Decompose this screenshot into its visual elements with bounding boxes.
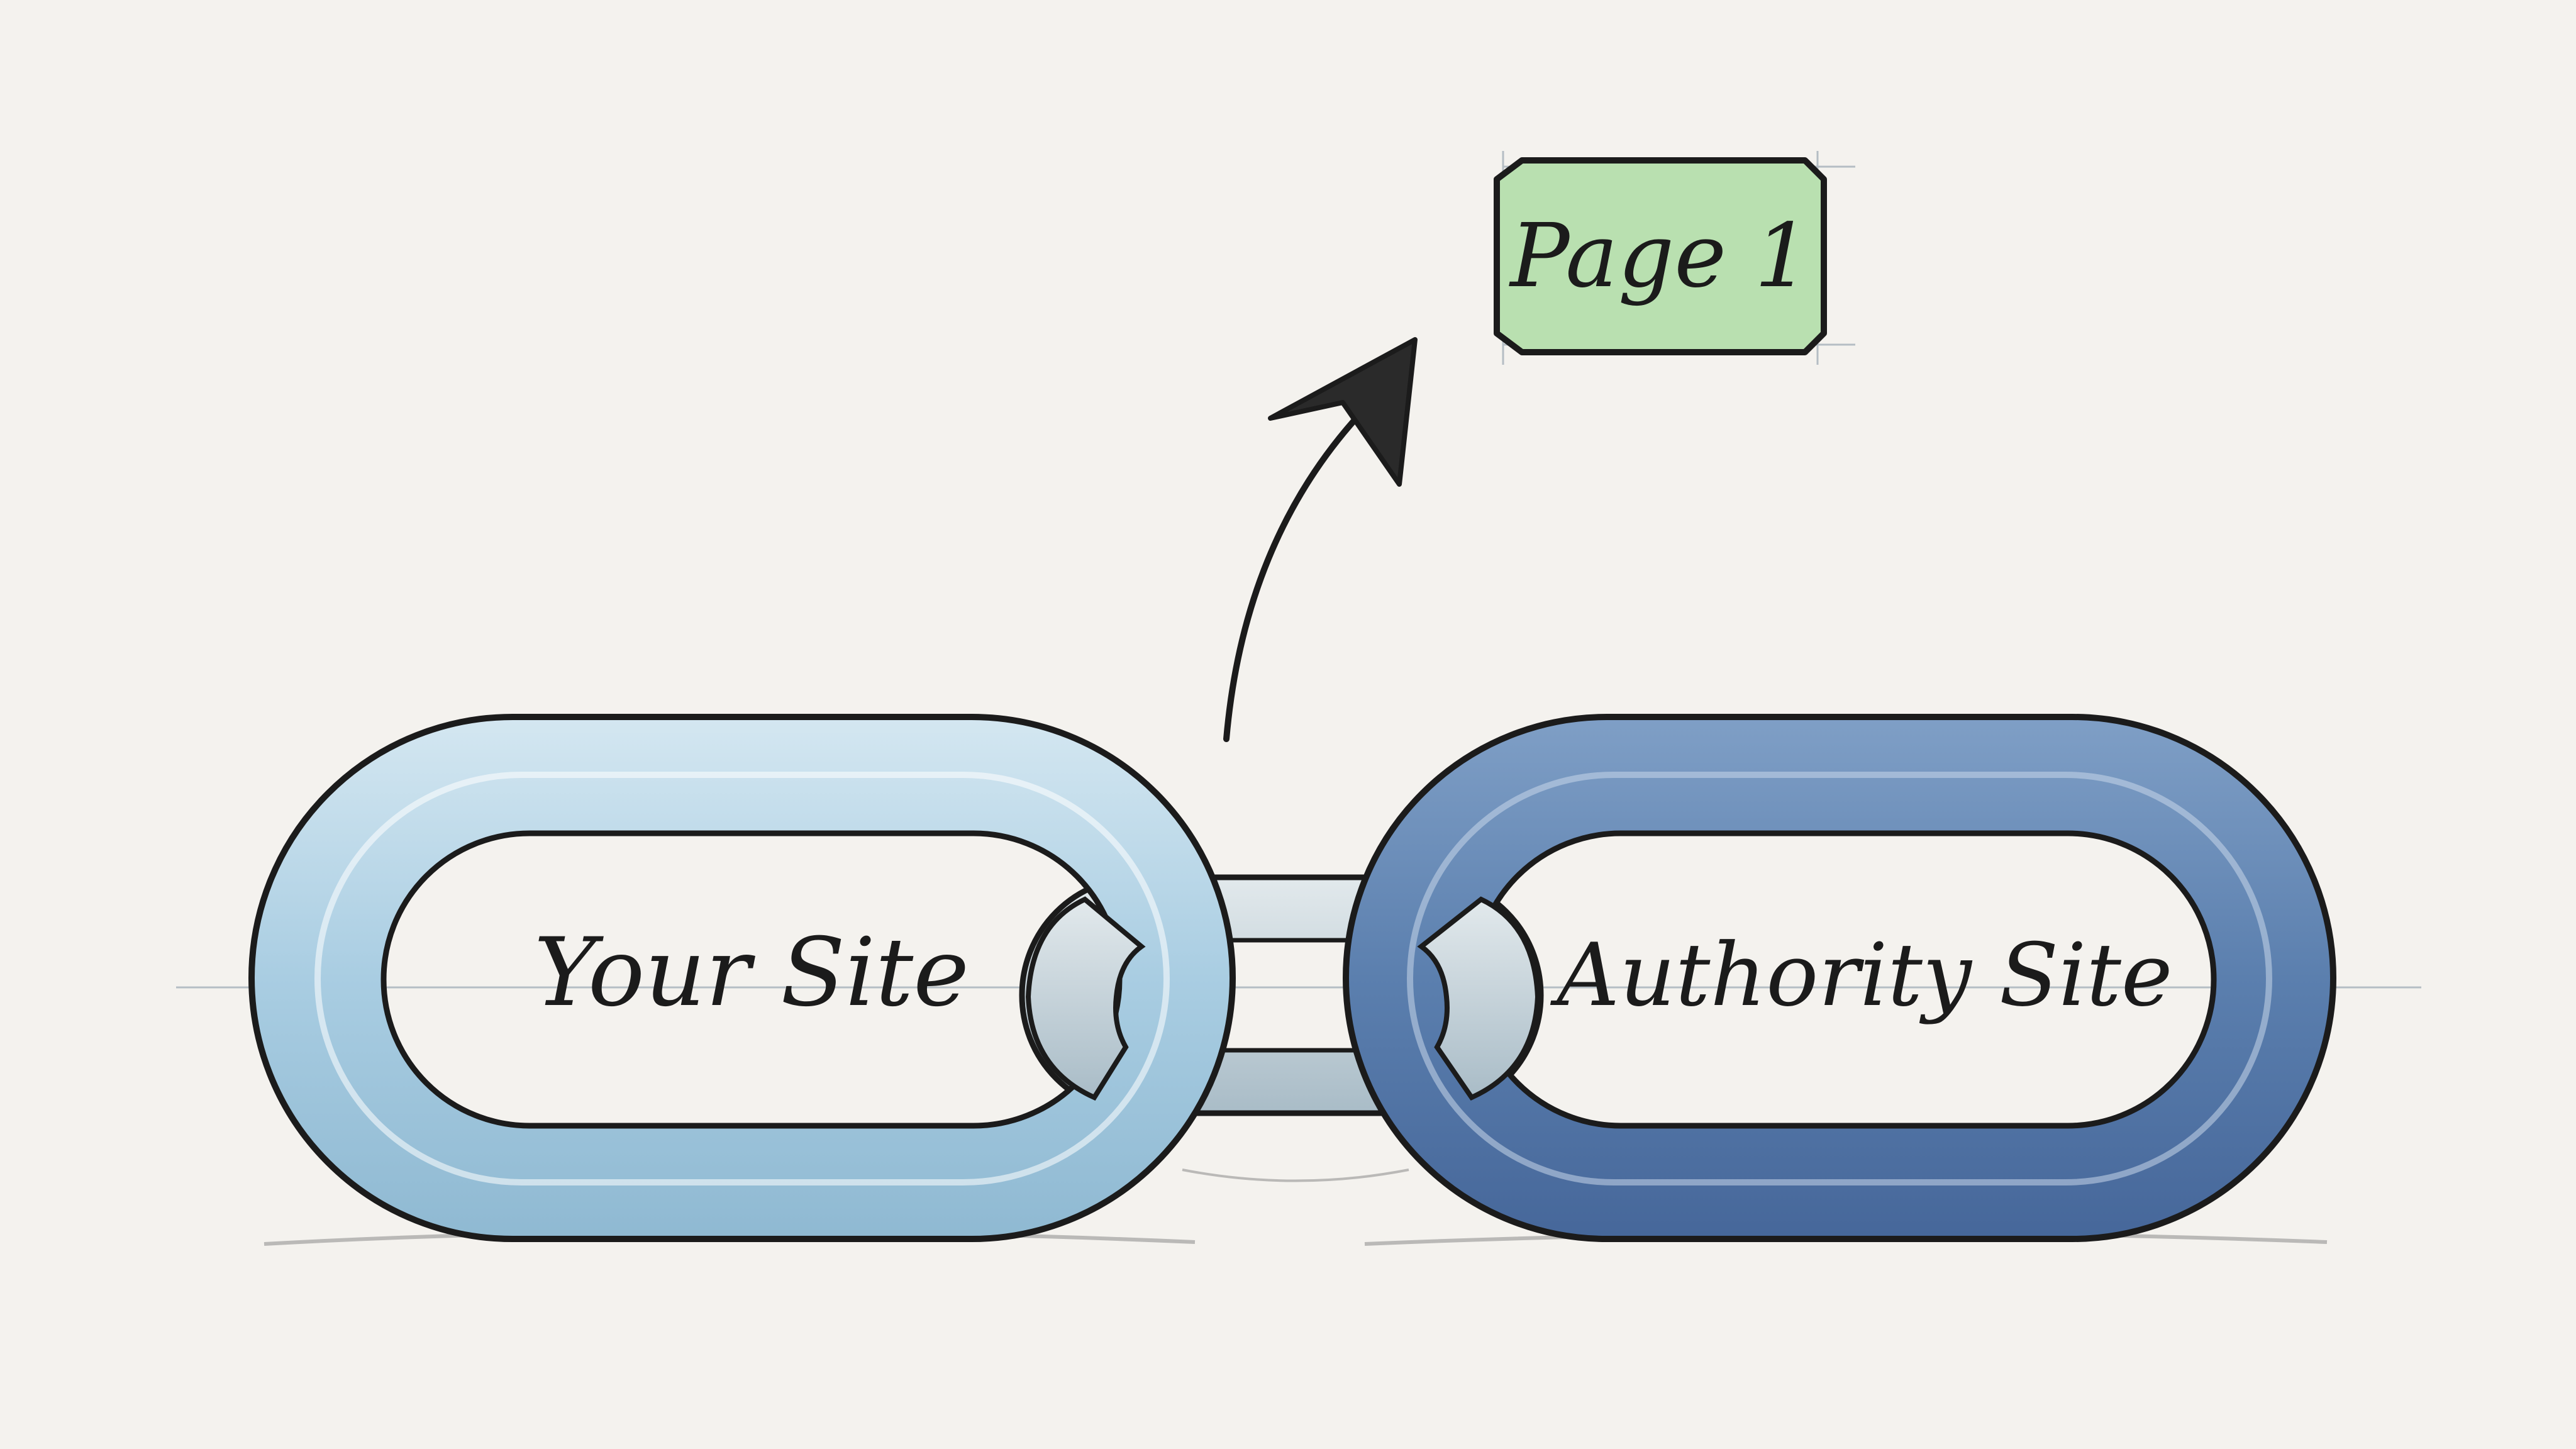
connector-link-front	[1025, 896, 1541, 1101]
page-1-badge: Page 1	[1494, 157, 1827, 355]
arrow-up-right-icon	[1223, 337, 1418, 742]
authority-site-label: Authority Site	[1550, 924, 2172, 1026]
your-site-label: Your Site	[534, 918, 969, 1028]
page-1-label: Page 1	[1508, 205, 1810, 308]
